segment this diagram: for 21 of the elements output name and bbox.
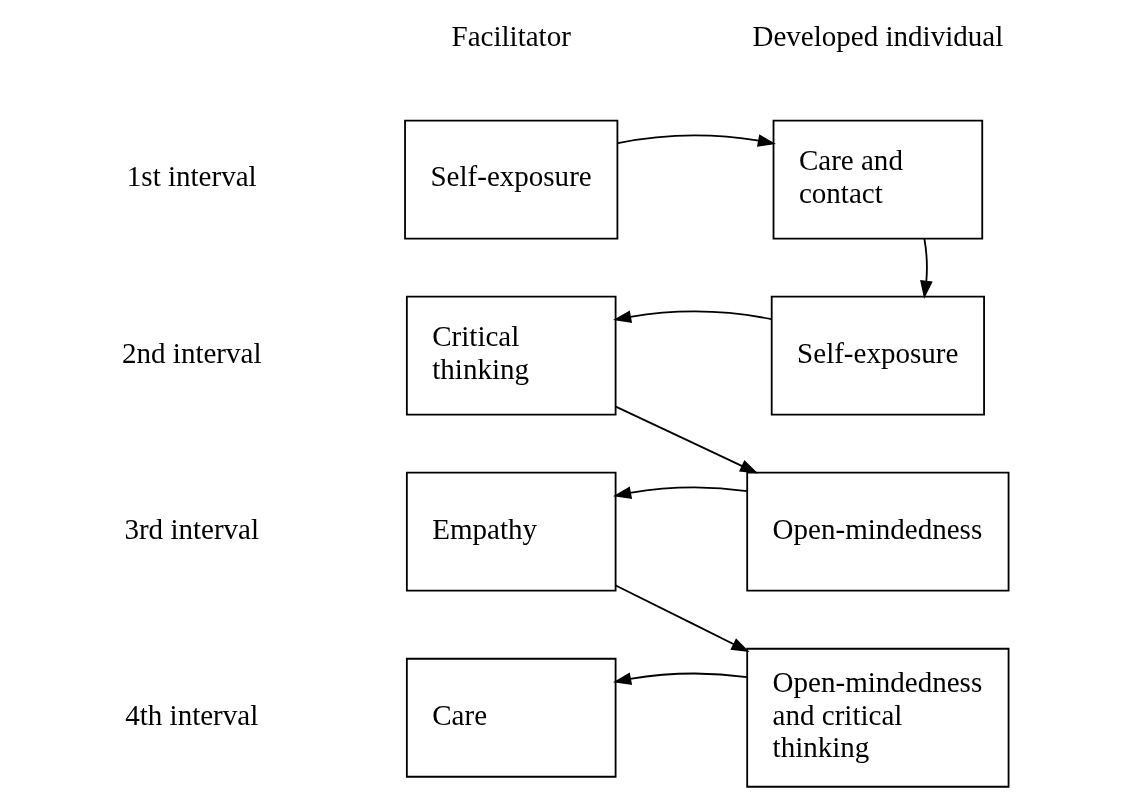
label: Developed individual xyxy=(752,19,1004,52)
arrow xyxy=(920,237,933,299)
node-box: Care xyxy=(405,657,617,778)
label: 1st interval xyxy=(126,160,257,193)
arrow xyxy=(614,405,759,474)
arrow xyxy=(617,134,776,147)
label: 4th interval xyxy=(125,698,259,731)
node-box: Care and contact xyxy=(772,119,984,240)
node-box: Empathy xyxy=(405,471,617,592)
label: 3rd interval xyxy=(124,512,260,545)
node-box: Self-exposure xyxy=(770,295,985,416)
arrow xyxy=(614,584,750,653)
arrow xyxy=(613,486,748,499)
label: 2nd interval xyxy=(122,336,262,369)
label: Facilitator xyxy=(451,19,571,52)
node-box: Self-exposure xyxy=(404,119,619,240)
arrow xyxy=(613,310,773,323)
node-box: Open-mindedness and critical thinking xyxy=(746,647,1010,788)
node-box: Open-mindedness xyxy=(746,471,1010,592)
node-box: Critical thinking xyxy=(405,295,617,416)
arrow xyxy=(613,672,748,686)
